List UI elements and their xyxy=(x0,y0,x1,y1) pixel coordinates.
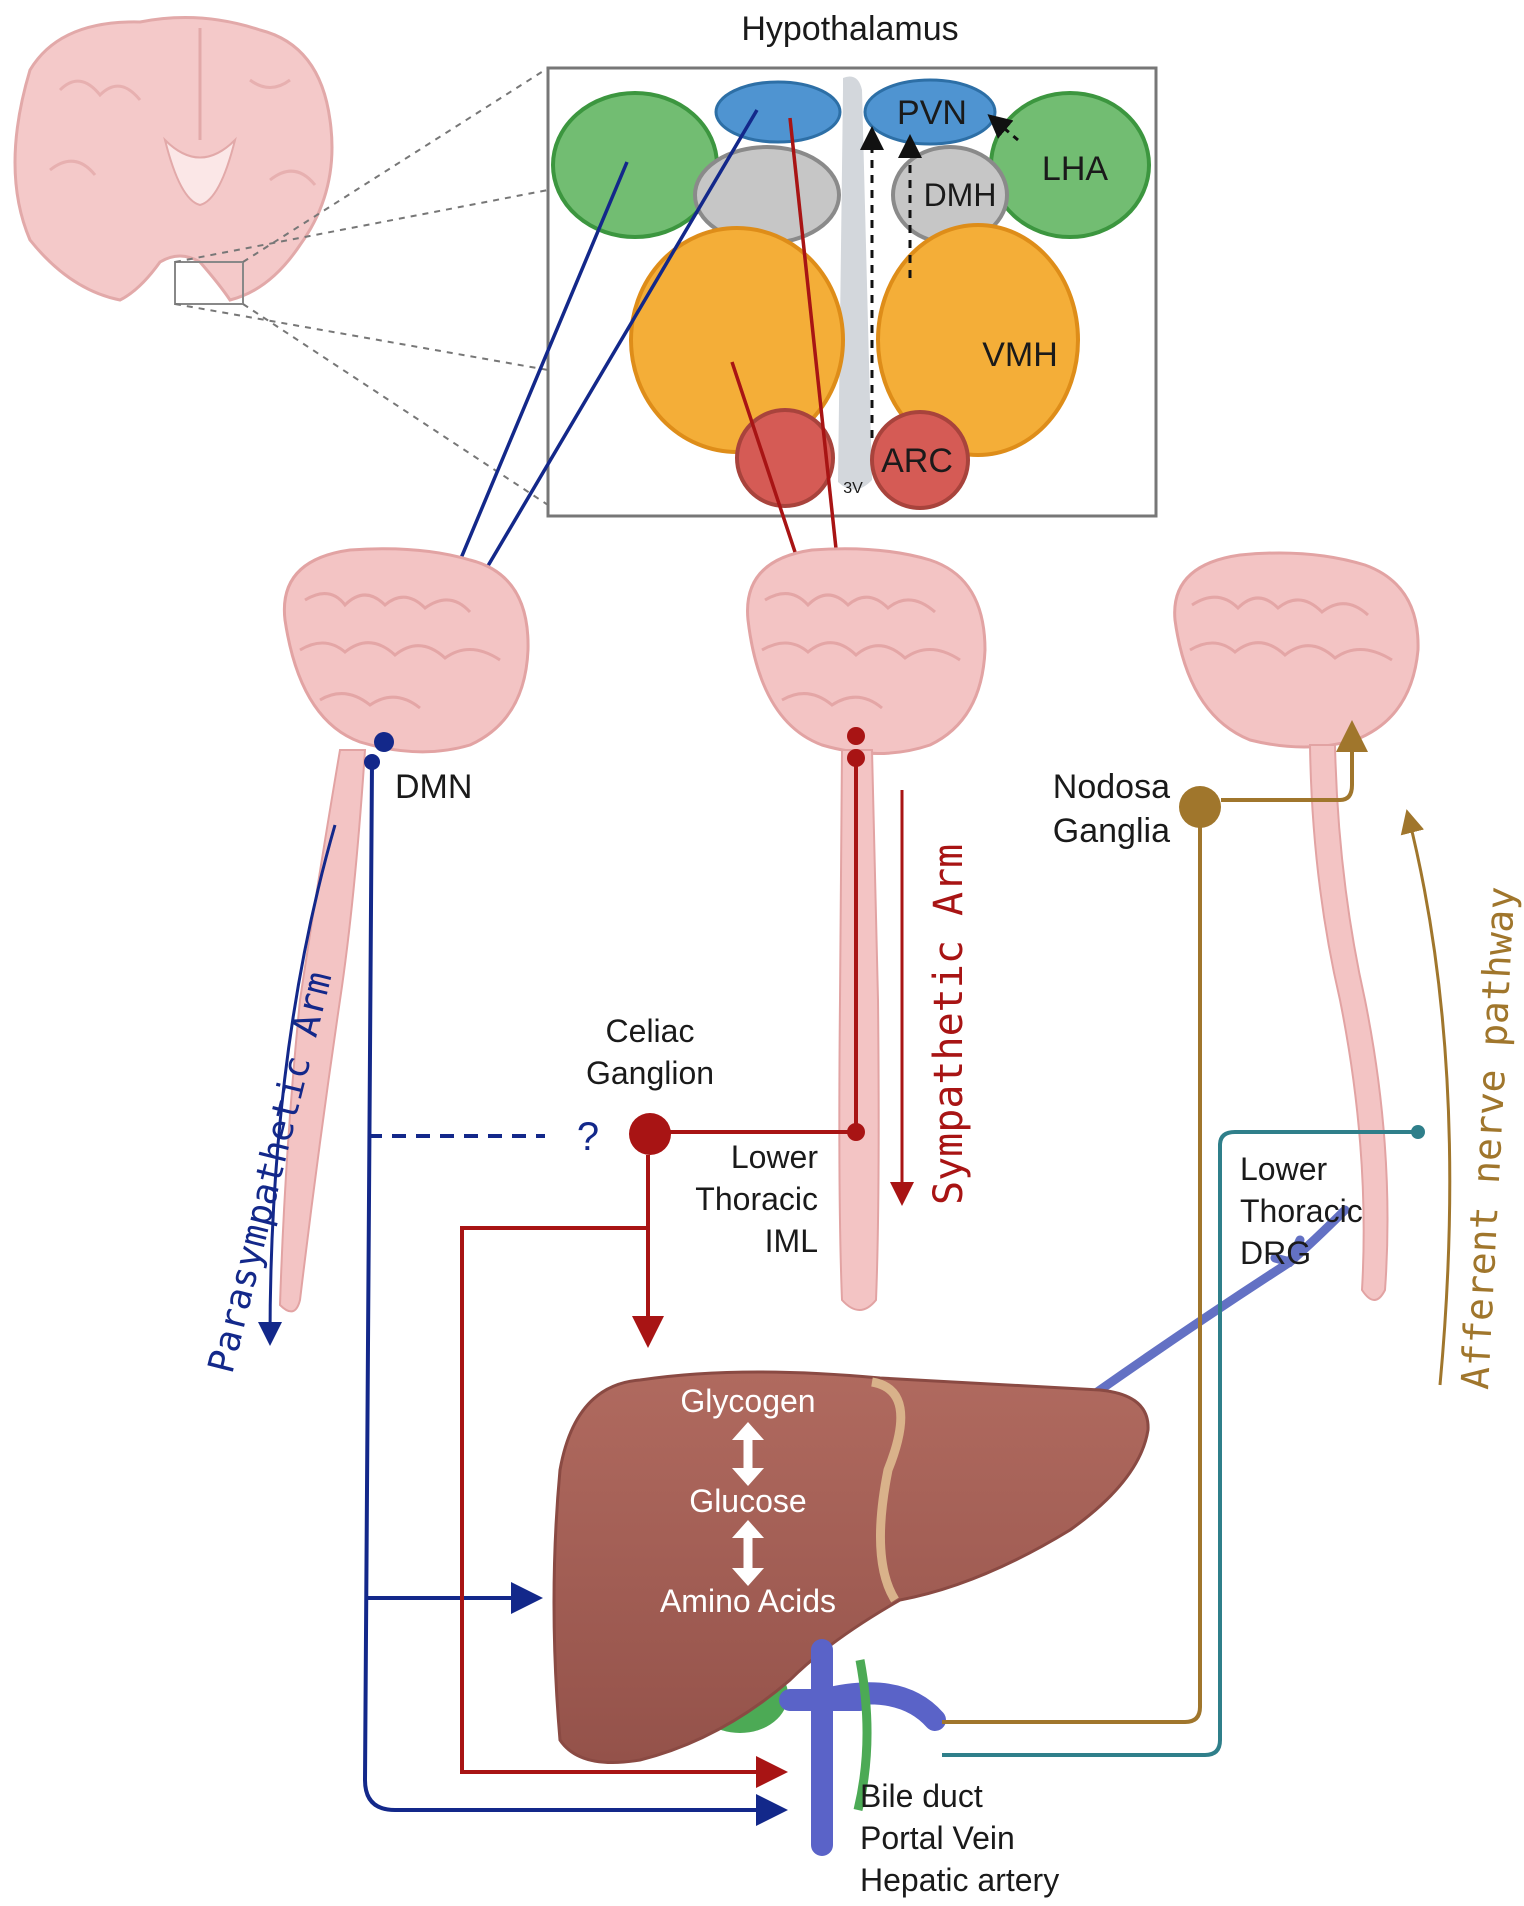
label-celiac-line1: Celiac xyxy=(606,1013,695,1049)
label-dmh: DMH xyxy=(924,177,997,213)
nodosa-to-brainstem xyxy=(1221,720,1368,802)
label-celiac-line2: Ganglion xyxy=(586,1055,714,1091)
label-drg-line1: Lower xyxy=(1240,1151,1328,1187)
label-drg-line2: Thoracic xyxy=(1240,1193,1363,1229)
pvn-left xyxy=(714,80,842,144)
glycogen-glucose-arrow xyxy=(732,1422,764,1486)
label-amino-acids: Amino Acids xyxy=(660,1583,836,1619)
brain-middle xyxy=(746,547,987,1311)
coronal-brain-section xyxy=(13,16,549,506)
pvn-right xyxy=(863,78,997,146)
lha-left xyxy=(551,91,719,239)
portal-vessels xyxy=(779,1639,946,1856)
label-3v: 3V xyxy=(843,480,863,497)
glucose-aminoacid-arrow xyxy=(732,1520,764,1586)
bile-duct xyxy=(853,1659,872,1812)
brain-right xyxy=(1173,551,1420,1301)
sympathetic-pathway: Sympathetic Arm Celiac Ganglion Lower Th… xyxy=(460,727,972,1788)
label-portal-vein: Portal Vein xyxy=(860,1820,1015,1856)
hypothalamus-title: Hypothalamus xyxy=(741,10,958,48)
liver-body xyxy=(552,1370,1150,1764)
spinal-cord-right xyxy=(1308,744,1389,1301)
label-glycogen: Glycogen xyxy=(680,1383,815,1419)
vmh-right xyxy=(876,223,1080,457)
label-drg-line3: DRG xyxy=(1240,1235,1311,1271)
nodosa-ganglia-node xyxy=(1179,786,1221,828)
spinal-cord-left xyxy=(278,749,367,1313)
label-iml-line3: IML xyxy=(765,1223,818,1259)
label-iml-line1: Lower xyxy=(731,1139,819,1175)
afferent-pathway: Afferent nerve pathway Nodosa Ganglia Lo… xyxy=(942,720,1523,1757)
label-arc: ARC xyxy=(881,442,953,480)
falciform-ligament xyxy=(870,1377,906,1603)
label-nodosa-line2: Ganglia xyxy=(1053,812,1170,850)
label-lha: LHA xyxy=(1042,150,1108,188)
label-glucose: Glucose xyxy=(689,1483,806,1519)
celiac-ganglion-node xyxy=(629,1113,671,1155)
label-bile-duct: Bile duct xyxy=(860,1778,983,1814)
label-vmh: VMH xyxy=(982,336,1058,374)
label-hepatic-artery: Hepatic artery xyxy=(860,1862,1059,1898)
drg-node xyxy=(1411,1125,1425,1139)
label-dmn: DMN xyxy=(395,768,472,806)
parasympathetic-arm-arrow xyxy=(258,824,337,1346)
liver: Glycogen Glucose Amino Acids Bile duct P… xyxy=(552,1205,1350,1898)
third-ventricle xyxy=(838,76,872,490)
dmn-node-upper xyxy=(374,732,394,752)
label-pvn: PVN xyxy=(897,94,967,132)
lha-to-pvn-dashed-arrow xyxy=(987,114,1019,142)
label-iml-line2: Thoracic xyxy=(695,1181,818,1217)
hypothalamus-inset: PVN DMH LHA VMH ARC 3V xyxy=(546,66,1158,518)
label-sympathetic-arm: Sympathetic Arm xyxy=(926,844,972,1205)
afferent-arm-arrow xyxy=(1400,809,1452,1386)
celiac-to-portal xyxy=(460,1226,788,1788)
vagal-efferent-to-portal xyxy=(362,761,788,1826)
hepatic-vagal-afferent xyxy=(942,810,1202,1724)
zoom-region-box xyxy=(174,261,244,305)
label-unknown-link: ? xyxy=(577,1115,599,1159)
spinal-afferent xyxy=(942,1130,1418,1757)
brain-left xyxy=(278,547,530,1313)
arc-right xyxy=(870,410,970,510)
label-nodosa-line1: Nodosa xyxy=(1053,768,1170,806)
brainstem-node-upper xyxy=(847,727,865,745)
spinal-cord-middle xyxy=(838,749,880,1311)
label-afferent-arm: Afferent nerve pathway xyxy=(1453,886,1523,1391)
arc-left xyxy=(735,408,835,508)
